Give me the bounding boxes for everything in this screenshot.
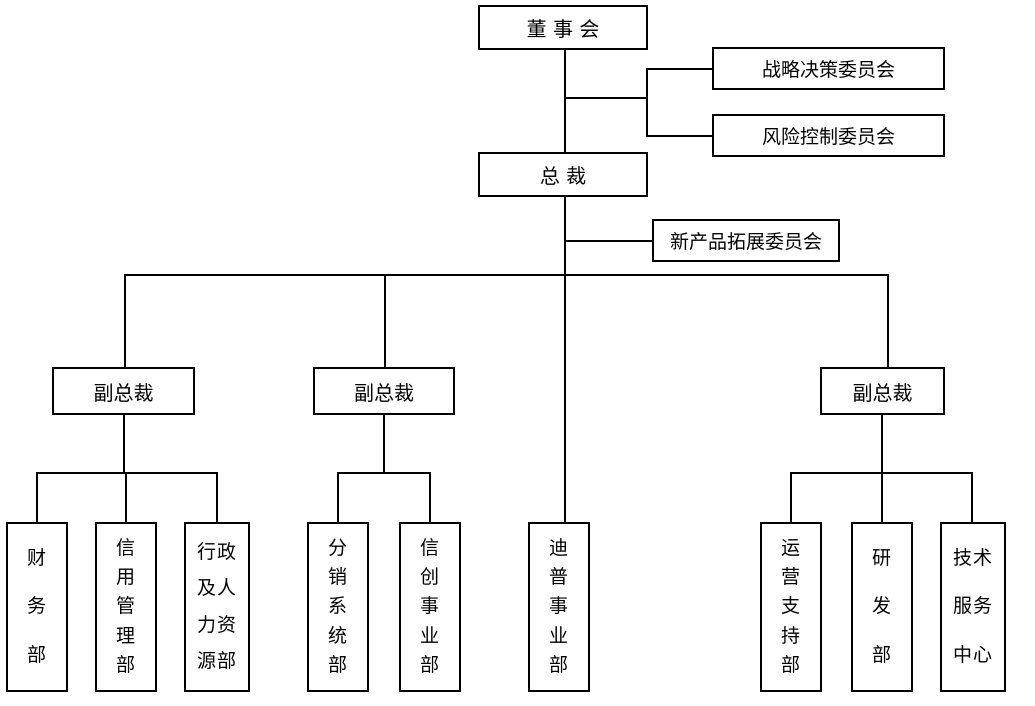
connector-bus-to-vp-left <box>124 274 126 367</box>
dept-label-row: 事 <box>419 595 440 618</box>
node-new-product-committee[interactable]: 新产品拓展委员会 <box>652 219 840 262</box>
dept-box-tech-service[interactable]: 技术服务中心 <box>940 522 1006 692</box>
connector-president-spine <box>564 197 566 522</box>
connector-vp-right-to-ops-support <box>790 472 792 522</box>
dept-label-ops-support: 运营支持部 <box>762 534 820 680</box>
dept-label-row: 行政 <box>196 540 237 563</box>
dept-label-dptech: 迪普事业部 <box>530 534 588 680</box>
dept-label-row: 部 <box>327 653 348 676</box>
dept-label-row: 部 <box>871 644 892 667</box>
dept-label-row: 中心 <box>952 644 993 667</box>
node-risk-committee[interactable]: 风险控制委员会 <box>712 114 945 157</box>
connector-vp-left-drop <box>123 415 125 473</box>
connector-vp-right-to-tech-service <box>971 472 973 522</box>
connector-vp-mid-drop <box>383 415 385 473</box>
dept-label-tech-service: 技术服务中心 <box>942 534 1004 680</box>
dept-label-row: 业 <box>548 624 569 647</box>
node-vp-mid-label: 副总裁 <box>354 380 414 405</box>
dept-label-row: 务 <box>26 595 47 618</box>
dept-label-row: 研 <box>871 546 892 569</box>
connector-board-to-president <box>564 50 566 152</box>
node-strategy-committee-label: 战略决策委员会 <box>761 59 895 81</box>
connector-vp-left-to-admin-hr <box>216 472 218 522</box>
dept-label-credit-mgmt: 信用管理部 <box>97 534 155 680</box>
node-board-label: 董 事 会 <box>526 17 600 41</box>
dept-box-distribution[interactable]: 分销系统部 <box>307 522 369 692</box>
connector-vp-mid-to-xinchuang <box>429 472 431 522</box>
dept-label-row: 部 <box>419 653 440 676</box>
connector-spine-to-new-product-committee <box>564 240 652 242</box>
dept-label-row: 力资 <box>196 613 237 636</box>
connector-vp-right-drop <box>881 415 883 473</box>
connector-bracket-to-strategy-committee <box>646 68 714 70</box>
connector-vp-right-to-rnd <box>881 472 883 522</box>
dept-label-row: 财 <box>26 546 47 569</box>
node-risk-committee-label: 风险控制委员会 <box>761 126 895 148</box>
dept-label-row: 创 <box>419 566 440 589</box>
dept-label-row: 分 <box>327 537 348 560</box>
dept-label-row: 部 <box>26 644 47 667</box>
connector-bus-to-vp-right <box>887 274 889 367</box>
dept-label-row: 事 <box>548 595 569 618</box>
connector-bracket-to-risk-committee <box>646 135 714 137</box>
dept-box-ops-support[interactable]: 运营支持部 <box>760 522 822 692</box>
dept-box-xinchuang[interactable]: 信创事业部 <box>399 522 461 692</box>
dept-label-row: 支 <box>780 595 801 618</box>
node-vp-right[interactable]: 副总裁 <box>820 367 945 415</box>
dept-label-row: 运 <box>780 537 801 560</box>
dept-label-admin-hr: 行政及人力资源部 <box>186 534 248 680</box>
dept-label-row: 信 <box>115 537 136 560</box>
dept-label-row: 管 <box>115 595 136 618</box>
dept-box-admin-hr[interactable]: 行政及人力资源部 <box>184 522 250 692</box>
node-president[interactable]: 总 裁 <box>478 152 648 197</box>
dept-label-row: 系 <box>327 595 348 618</box>
dept-label-row: 统 <box>327 624 348 647</box>
node-board[interactable]: 董 事 会 <box>478 5 648 50</box>
dept-label-rnd: 研发部 <box>853 534 911 680</box>
dept-label-row: 服务 <box>952 595 993 618</box>
dept-label-row: 发 <box>871 595 892 618</box>
connector-vp-bus <box>124 274 889 276</box>
node-vp-right-label: 副总裁 <box>852 380 913 405</box>
dept-box-credit-mgmt[interactable]: 信用管理部 <box>95 522 157 692</box>
dept-label-row: 部 <box>548 653 569 676</box>
dept-label-finance: 财务部 <box>8 534 66 680</box>
dept-label-row: 营 <box>780 566 801 589</box>
dept-label-row: 普 <box>548 566 569 589</box>
dept-label-row: 销 <box>327 566 348 589</box>
dept-box-finance[interactable]: 财务部 <box>6 522 68 692</box>
dept-box-rnd[interactable]: 研发部 <box>851 522 913 692</box>
node-vp-left-label: 副总裁 <box>93 380 154 405</box>
dept-label-row: 部 <box>780 653 801 676</box>
connector-committee-bracket <box>646 68 648 137</box>
connector-bus-to-vp-mid <box>384 274 386 367</box>
dept-label-row: 技术 <box>952 546 993 569</box>
connector-spine-to-committee-bracket <box>564 97 648 99</box>
dept-label-row: 持 <box>780 624 801 647</box>
connector-vp-mid-bus <box>337 472 430 474</box>
dept-label-row: 部 <box>115 653 136 676</box>
dept-box-dptech[interactable]: 迪普事业部 <box>528 522 590 692</box>
connector-vp-left-to-finance <box>36 472 38 522</box>
node-president-label: 总 裁 <box>539 164 587 188</box>
connector-vp-mid-to-distribution <box>337 472 339 522</box>
node-strategy-committee[interactable]: 战略决策委员会 <box>712 47 945 90</box>
dept-label-row: 信 <box>419 537 440 560</box>
node-vp-left[interactable]: 副总裁 <box>52 367 195 415</box>
node-vp-mid[interactable]: 副总裁 <box>313 367 455 415</box>
dept-label-row: 用 <box>115 566 136 589</box>
dept-label-row: 源部 <box>196 650 237 673</box>
connector-vp-left-to-credit-mgmt <box>125 472 127 522</box>
node-new-product-committee-label: 新产品拓展委员会 <box>669 231 822 253</box>
dept-label-row: 迪 <box>548 537 569 560</box>
dept-label-xinchuang: 信创事业部 <box>401 534 459 680</box>
dept-label-row: 理 <box>115 624 136 647</box>
dept-label-row: 业 <box>419 624 440 647</box>
dept-label-row: 及人 <box>196 577 237 600</box>
dept-label-distribution: 分销系统部 <box>309 534 367 680</box>
